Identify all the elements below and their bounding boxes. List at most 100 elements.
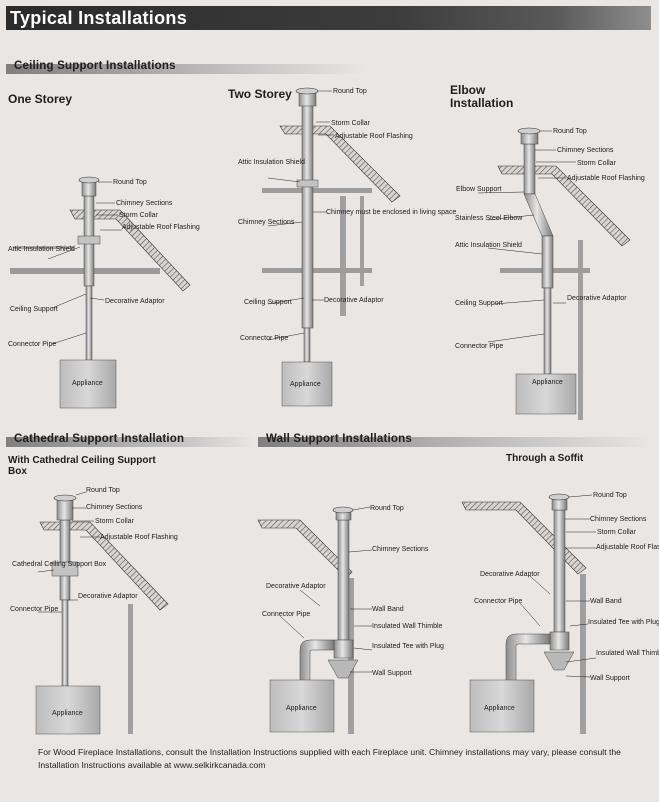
- attic-joist: [14, 246, 74, 249]
- label-decorative-adaptor: Decorative Adaptor: [105, 298, 165, 305]
- label-connector-pipe: Connector Pipe: [474, 598, 522, 605]
- label-decorative-adaptor: Decorative Adaptor: [266, 583, 326, 590]
- chimney-pipe: [301, 103, 314, 329]
- page-title: Typical Installations: [10, 8, 188, 28]
- label-wall-band: Wall Band: [372, 606, 404, 613]
- title-bar: [6, 6, 651, 30]
- label-insulated-wall-thimble: Insulated Wall Thimble: [596, 650, 659, 657]
- diagram-elbow: Round Top Chimney Sections Storm Collar …: [455, 127, 645, 420]
- round-top: [332, 506, 354, 514]
- diagram-two-storey: Round Top Storm Collar Adjustable Roof F…: [238, 87, 456, 407]
- label-ceiling-support: Ceiling Support: [244, 299, 292, 306]
- section-bar-ceiling: [6, 64, 366, 74]
- section-title-cathedral: Cathedral Support Installation: [14, 433, 185, 445]
- label-chimney-sections: Chimney Sections: [238, 219, 295, 226]
- label-appliance: Appliance: [286, 705, 317, 712]
- label-attic-insulation-shield: Attic Insulation Shield: [455, 242, 522, 249]
- appliance-box: [469, 679, 535, 733]
- label-storm-collar: Storm Collar: [597, 529, 637, 536]
- label-appliance: Appliance: [484, 705, 515, 712]
- subtitle-two-storey: Two Storey: [228, 87, 292, 101]
- subtitle-one-storey: One Storey: [8, 92, 73, 106]
- round-top: [295, 87, 319, 95]
- stainless-elbow: [523, 193, 554, 237]
- label-decorative-adaptor: Decorative Adaptor: [78, 593, 138, 600]
- appliance-box: [281, 361, 333, 407]
- label-chimney-sections: Chimney Sections: [86, 504, 143, 511]
- label-round-top: Round Top: [593, 492, 627, 499]
- diagram-one-storey: Round Top Chimney Sections Storm Collar …: [8, 176, 200, 409]
- diagram-wall: Round Top Chimney Sections Decorative Ad…: [257, 505, 444, 734]
- label-connector-pipe: Connector Pipe: [240, 335, 288, 342]
- round-top: [53, 494, 77, 502]
- label-adjustable-roof-flashing: Adjustable Roof Flashing: [567, 175, 645, 182]
- label-chimney-sections: Chimney Sections: [372, 546, 429, 553]
- label-chimney-sections: Chimney Sections: [116, 200, 173, 207]
- appliance-box: [269, 679, 335, 733]
- section-bar-cathedral: [6, 437, 254, 447]
- label-insulated-tee-with-plug: Insulated Tee with Plug: [372, 643, 444, 650]
- label-ceiling-support: Ceiling Support: [455, 300, 503, 307]
- label-storm-collar: Storm Collar: [95, 518, 135, 525]
- label-storm-collar: Storm Collar: [331, 120, 371, 127]
- label-adjustable-roof-flashing: Adjustable Roof Flashing: [100, 534, 178, 541]
- round-top: [517, 127, 541, 135]
- appliance-box: [35, 685, 101, 735]
- diagram-soffit: Round Top Chimney Sections Storm Collar …: [461, 492, 659, 734]
- label-wall-support: Wall Support: [590, 675, 630, 682]
- label-connector-pipe: Connector Pipe: [10, 606, 58, 613]
- subtitle-cathedral-box: With Cathedral Ceiling Support Box: [8, 455, 156, 477]
- label-round-top: Round Top: [86, 487, 120, 494]
- label-chimney-sections: Chimney Sections: [557, 147, 614, 154]
- attic-shield: [77, 235, 101, 245]
- diagram-cathedral: Round Top Chimney Sections Storm Collar …: [10, 487, 178, 735]
- label-insulated-wall-thimble: Insulated Wall Thimble: [372, 623, 443, 630]
- label-attic-insulation-shield: Attic Insulation Shield: [8, 246, 75, 253]
- label-adjustable-roof-flashing: Adjustable Roof Flashing: [596, 544, 659, 551]
- section-title-ceiling: Ceiling Support Installations: [14, 60, 176, 72]
- label-wall-support: Wall Support: [372, 670, 412, 677]
- label-enclosed-note: Chimney must be enclosed in living space: [326, 209, 456, 216]
- label-ceiling-support: Ceiling Support: [10, 306, 58, 313]
- footer-note: For Wood Fireplace Installations, consul…: [38, 747, 621, 770]
- label-appliance: Appliance: [52, 710, 83, 717]
- insulated-tee: [333, 639, 354, 659]
- label-round-top: Round Top: [333, 88, 367, 95]
- label-storm-collar: Storm Collar: [577, 160, 617, 167]
- label-connector-pipe: Connector Pipe: [262, 611, 310, 618]
- label-elbow-support: Elbow Support: [456, 186, 502, 193]
- label-connector-pipe: Connector Pipe: [8, 341, 56, 348]
- section-bar-wall: [258, 437, 653, 447]
- label-decorative-adaptor: Decorative Adaptor: [480, 571, 540, 578]
- label-decorative-adaptor: Decorative Adaptor: [567, 295, 627, 302]
- label-cathedral-ceiling-support-box: Cathedral Ceiling Support Box: [12, 561, 107, 568]
- insulated-tee: [549, 631, 570, 651]
- label-storm-collar: Storm Collar: [119, 212, 159, 219]
- round-top: [548, 493, 570, 501]
- label-round-top: Round Top: [553, 128, 587, 135]
- wall-support: [327, 659, 359, 679]
- label-attic-insulation-shield: Attic Insulation Shield: [238, 159, 305, 166]
- round-top: [78, 176, 100, 184]
- label-round-top: Round Top: [370, 505, 404, 512]
- wall-support: [543, 651, 575, 671]
- roof-slope: [69, 209, 191, 292]
- label-connector-pipe: Connector Pipe: [455, 343, 503, 350]
- label-appliance: Appliance: [532, 379, 563, 386]
- connector-pipe: [85, 285, 93, 361]
- section-title-wall: Wall Support Installations: [266, 433, 412, 445]
- cathedral-support-box: [51, 561, 79, 577]
- appliance-box: [59, 359, 117, 409]
- label-wall-band: Wall Band: [590, 598, 622, 605]
- label-adjustable-roof-flashing: Adjustable Roof Flashing: [335, 133, 413, 140]
- label-stainless-steel-elbow: Stainless Steel Elbow: [455, 215, 523, 222]
- subtitle-soffit: Through a Soffit: [506, 453, 584, 464]
- label-appliance: Appliance: [72, 380, 103, 387]
- label-decorative-adaptor: Decorative Adaptor: [324, 297, 384, 304]
- label-insulated-tee-with-plug: Insulated Tee with Plug: [588, 619, 659, 626]
- label-appliance: Appliance: [290, 381, 321, 388]
- subtitle-elbow: Elbow Installation: [450, 83, 514, 110]
- label-chimney-sections: Chimney Sections: [590, 516, 647, 523]
- appliance-box: [515, 373, 577, 415]
